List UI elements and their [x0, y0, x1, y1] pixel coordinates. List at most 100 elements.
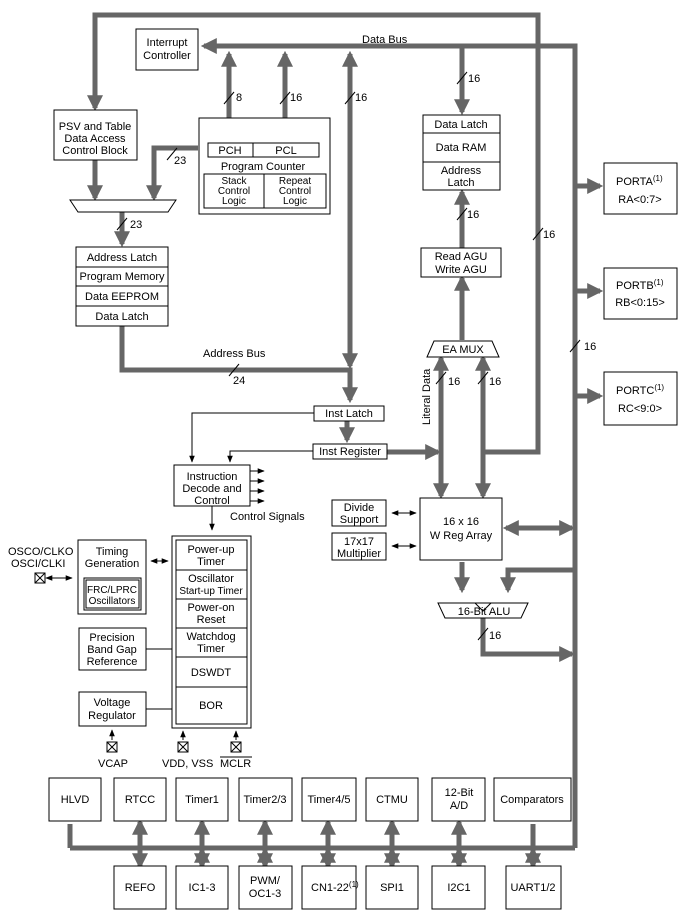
mclr-pin-icon — [230, 741, 242, 753]
svg-text:Power-up: Power-up — [187, 544, 234, 556]
peripheral-refo: REFO — [113, 865, 167, 910]
svg-text:Timer1: Timer1 — [185, 794, 219, 806]
svg-text:Address Latch: Address Latch — [87, 252, 157, 264]
vcap-label: VCAP — [98, 758, 128, 770]
svg-text:REFO: REFO — [125, 882, 156, 894]
peripheral-timer45: Timer4/5 — [301, 777, 357, 822]
bus-width-loop: 16 — [543, 229, 555, 241]
psv-block: PSV and Table Data Access Control Block — [53, 109, 138, 161]
osc-pin-label-1: OSCO/CLKO — [8, 546, 74, 558]
peripheral-cn: CN1-22(1) — [301, 865, 359, 910]
peripheral-rtcc: RTCC — [113, 777, 167, 822]
top-peripheral-links — [131, 818, 468, 846]
data-bus-label: Data Bus — [362, 34, 408, 46]
osc-pin-icon — [34, 572, 46, 584]
portc-block: PORTC(1) RC<9:0> — [603, 371, 678, 426]
inst-register-to-bus-line — [482, 430, 541, 455]
svg-text:Stack: Stack — [221, 176, 247, 187]
svg-text:Decode and: Decode and — [182, 483, 241, 495]
voltage-regulator-block: Voltage Regulator — [78, 691, 147, 727]
peripheral-spi: SPI1 — [365, 865, 419, 910]
svg-text:Data Latch: Data Latch — [434, 119, 487, 131]
svg-text:Voltage: Voltage — [94, 697, 131, 709]
svg-text:Control: Control — [279, 186, 311, 197]
svg-text:Divide: Divide — [344, 502, 375, 514]
databus-to-alu-line — [499, 567, 575, 594]
svg-text:CTMU: CTMU — [376, 794, 408, 806]
svg-text:Power-on: Power-on — [187, 602, 234, 614]
instruction-decode-block: Instruction Decode and Control — [173, 464, 251, 507]
svg-text:W Reg Array: W Reg Array — [430, 530, 493, 542]
svg-text:Logic: Logic — [283, 196, 307, 207]
svg-text:A/D: A/D — [450, 800, 468, 812]
svg-text:BOR: BOR — [199, 700, 223, 712]
frc-label-1: FRC/LPRC — [87, 585, 137, 596]
svg-text:Start-up Timer: Start-up Timer — [179, 586, 243, 597]
bottom-peripheral-links — [131, 846, 542, 870]
bus-width-databus: 16 — [584, 341, 596, 353]
pcl-label: PCL — [275, 145, 296, 157]
bandgap-reference-block: Precision Band Gap Reference — [78, 627, 147, 671]
program-counter-title: Program Counter — [221, 161, 306, 173]
peripheral-i2c: I2C1 — [431, 865, 486, 910]
multiplier-block: 17x17 Multiplier — [331, 532, 387, 561]
pc-to-mux-line — [145, 145, 198, 202]
svg-text:Data RAM: Data RAM — [436, 142, 487, 154]
address-bus-label: Address Bus — [203, 348, 266, 360]
mclr-label: MCLR — [220, 758, 251, 770]
svg-text:RTCC: RTCC — [125, 794, 155, 806]
svg-text:Timer2/3: Timer2/3 — [244, 794, 287, 806]
divide-support-block: Divide Support — [331, 499, 387, 527]
data-bus-line — [200, 37, 578, 848]
peripheral-ctmu: CTMU — [365, 777, 419, 822]
svg-text:Inst Latch: Inst Latch — [325, 408, 373, 420]
svg-text:Instruction: Instruction — [187, 471, 238, 483]
inst-register-block: Inst Register — [312, 443, 388, 460]
vdd-vss-label: VDD, VSS — [162, 758, 213, 770]
svg-text:Address: Address — [441, 165, 482, 177]
svg-text:Timer: Timer — [197, 643, 225, 655]
svg-text:I2C1: I2C1 — [447, 882, 470, 894]
portc-pins: RC<9:0> — [618, 403, 662, 415]
control-signal-arrows — [250, 468, 265, 504]
vcap-pin-icon — [106, 741, 118, 753]
peripheral-pwm: PWM/ OC1-3 — [238, 865, 293, 910]
peripheral-hlvd: HLVD — [48, 777, 102, 822]
portb-pins: RB<0:15> — [615, 297, 665, 309]
address-bus-line — [119, 326, 359, 404]
svg-text:17x17: 17x17 — [344, 536, 374, 548]
peripheral-timer1: Timer1 — [175, 777, 229, 822]
svg-text:OC1-3: OC1-3 — [249, 888, 281, 900]
power-management-block: Power-up Timer Oscillator Start-up Timer… — [171, 535, 252, 729]
porta-block: PORTA(1) RA<0:7> — [603, 162, 678, 215]
svg-text:HLVD: HLVD — [61, 794, 90, 806]
portc-label: PORTC(1) — [616, 383, 664, 397]
svg-text:Control Block: Control Block — [62, 145, 128, 157]
svg-text:Data Access: Data Access — [64, 133, 126, 145]
svg-text:Timer4/5: Timer4/5 — [308, 794, 351, 806]
svg-text:12-Bit: 12-Bit — [445, 787, 474, 799]
svg-text:Regulator: Regulator — [88, 710, 136, 722]
bus-width-pch: 8 — [236, 92, 242, 104]
svg-text:Timing: Timing — [96, 546, 129, 558]
svg-text:Multiplier: Multiplier — [337, 548, 381, 560]
peripheral-ad: 12-Bit A/D — [431, 777, 486, 822]
alu-output-line — [480, 618, 576, 663]
inst-latch-block: Inst Latch — [313, 405, 385, 422]
svg-text:Data Latch: Data Latch — [95, 311, 148, 323]
svg-text:Support: Support — [340, 514, 379, 526]
peripheral-uart: UART1/2 — [505, 865, 562, 910]
svg-text:UART1/2: UART1/2 — [510, 882, 555, 894]
control-signals-label: Control Signals — [230, 511, 305, 523]
bus-width-pc-mux: 23 — [174, 155, 186, 167]
porta-label: PORTA(1) — [616, 174, 663, 188]
svg-text:Logic: Logic — [222, 196, 246, 207]
svg-text:Program Memory: Program Memory — [80, 271, 165, 283]
w-reg-array-block: 16 x 16 W Reg Array — [419, 497, 503, 561]
bus-width-marks — [116, 71, 581, 641]
svg-text:Generation: Generation — [85, 558, 139, 570]
address-mux — [69, 199, 177, 213]
bus-width-data-ram: 16 — [468, 73, 480, 85]
peripheral-timer23: Timer2/3 — [238, 777, 293, 822]
